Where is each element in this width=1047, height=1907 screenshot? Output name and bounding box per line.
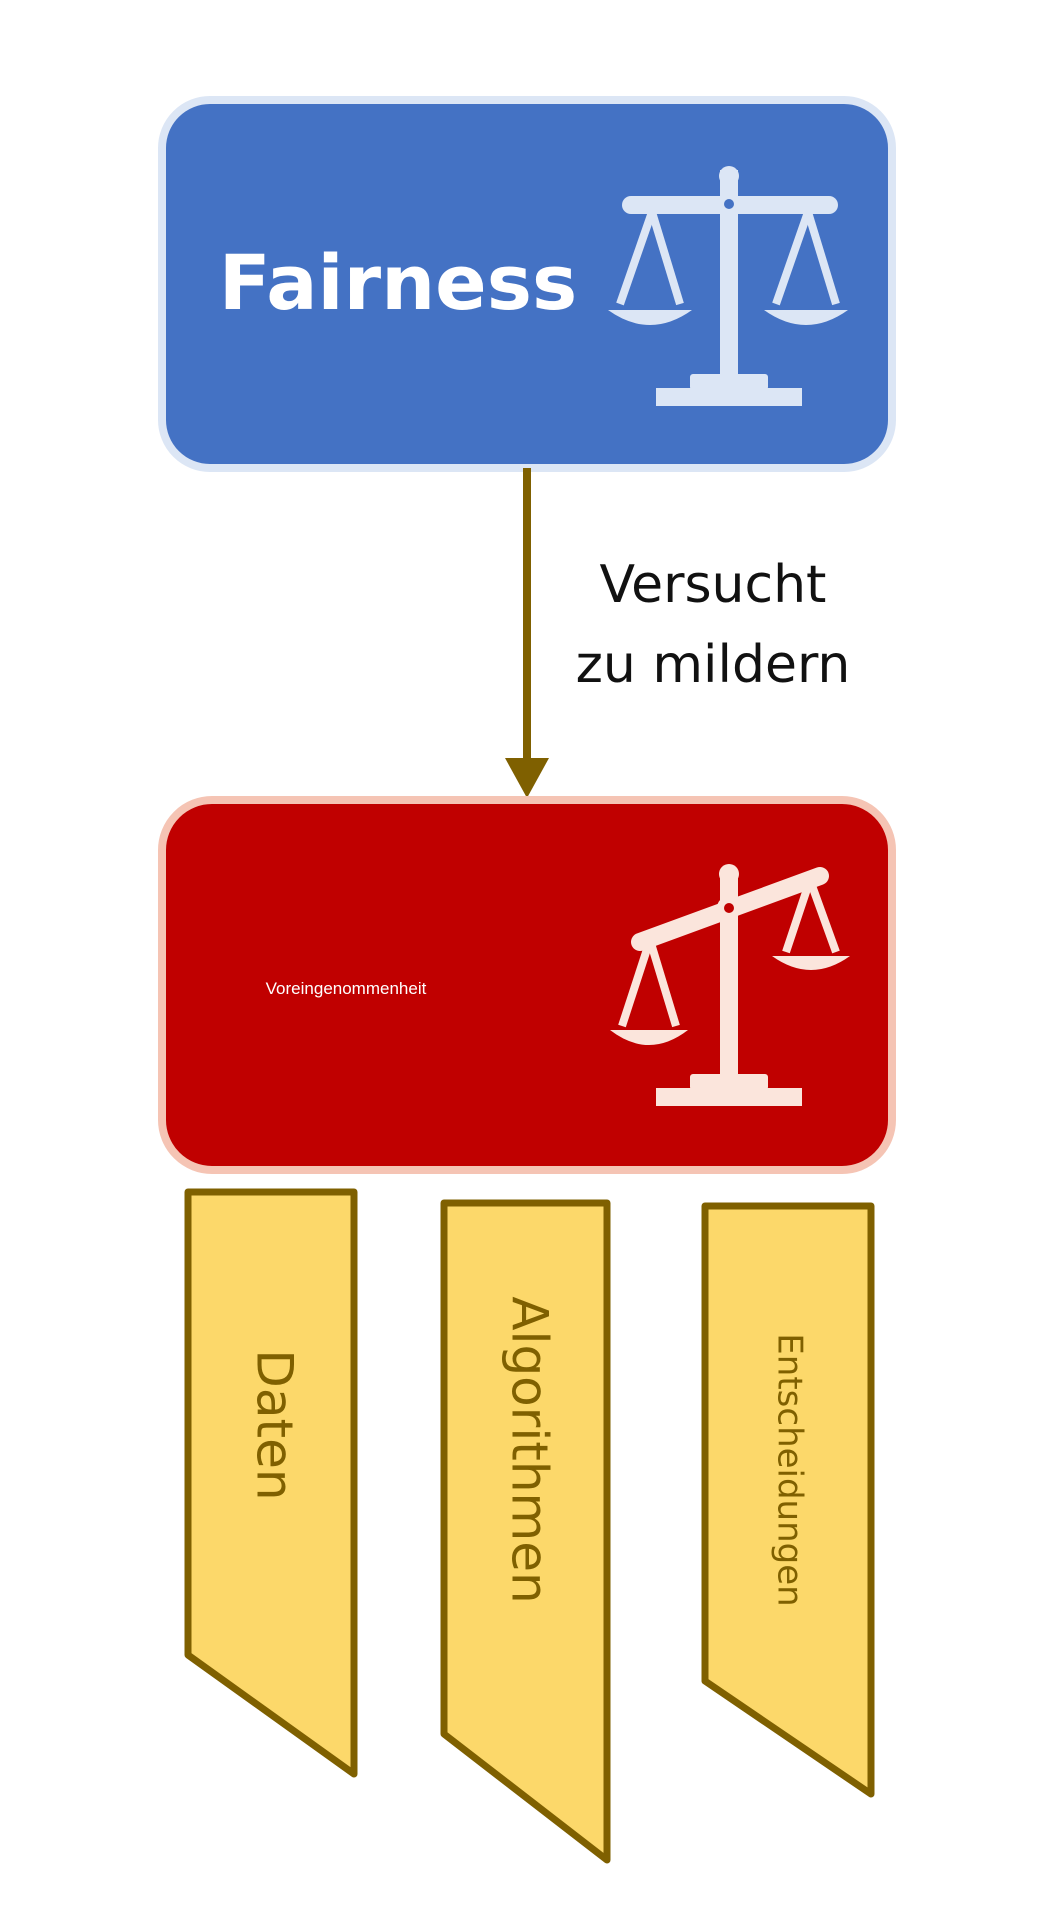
bias-label: Voreingenommenheit <box>266 979 427 998</box>
balanced-scales-icon <box>608 166 848 406</box>
ribbon-entscheidungen: Entscheidungen <box>701 1202 875 1798</box>
ribbon-algorithmen: Algorithmen <box>440 1199 611 1864</box>
fairness-node: Fairness <box>158 96 896 472</box>
ribbon-daten: Daten <box>184 1188 358 1778</box>
mitigates-edge: Versucht zu mildern <box>505 468 850 798</box>
ribbon-label: Entscheidungen <box>770 1333 810 1606</box>
ribbon-shape <box>184 1188 358 1778</box>
edge-arrowhead <box>505 758 549 798</box>
ribbon-label: Algorithmen <box>501 1296 559 1603</box>
fairness-label: Fairness <box>219 238 577 327</box>
bias-node: Voreingenommenheit <box>158 796 896 1174</box>
edge-label-line2: zu mildern <box>576 635 851 695</box>
edge-label-line1: Versucht <box>600 555 827 615</box>
ribbon-shape <box>440 1199 611 1864</box>
ribbon-label: Daten <box>246 1349 304 1500</box>
ribbon-shape <box>701 1202 875 1798</box>
tilted-scales-icon <box>610 864 850 1106</box>
